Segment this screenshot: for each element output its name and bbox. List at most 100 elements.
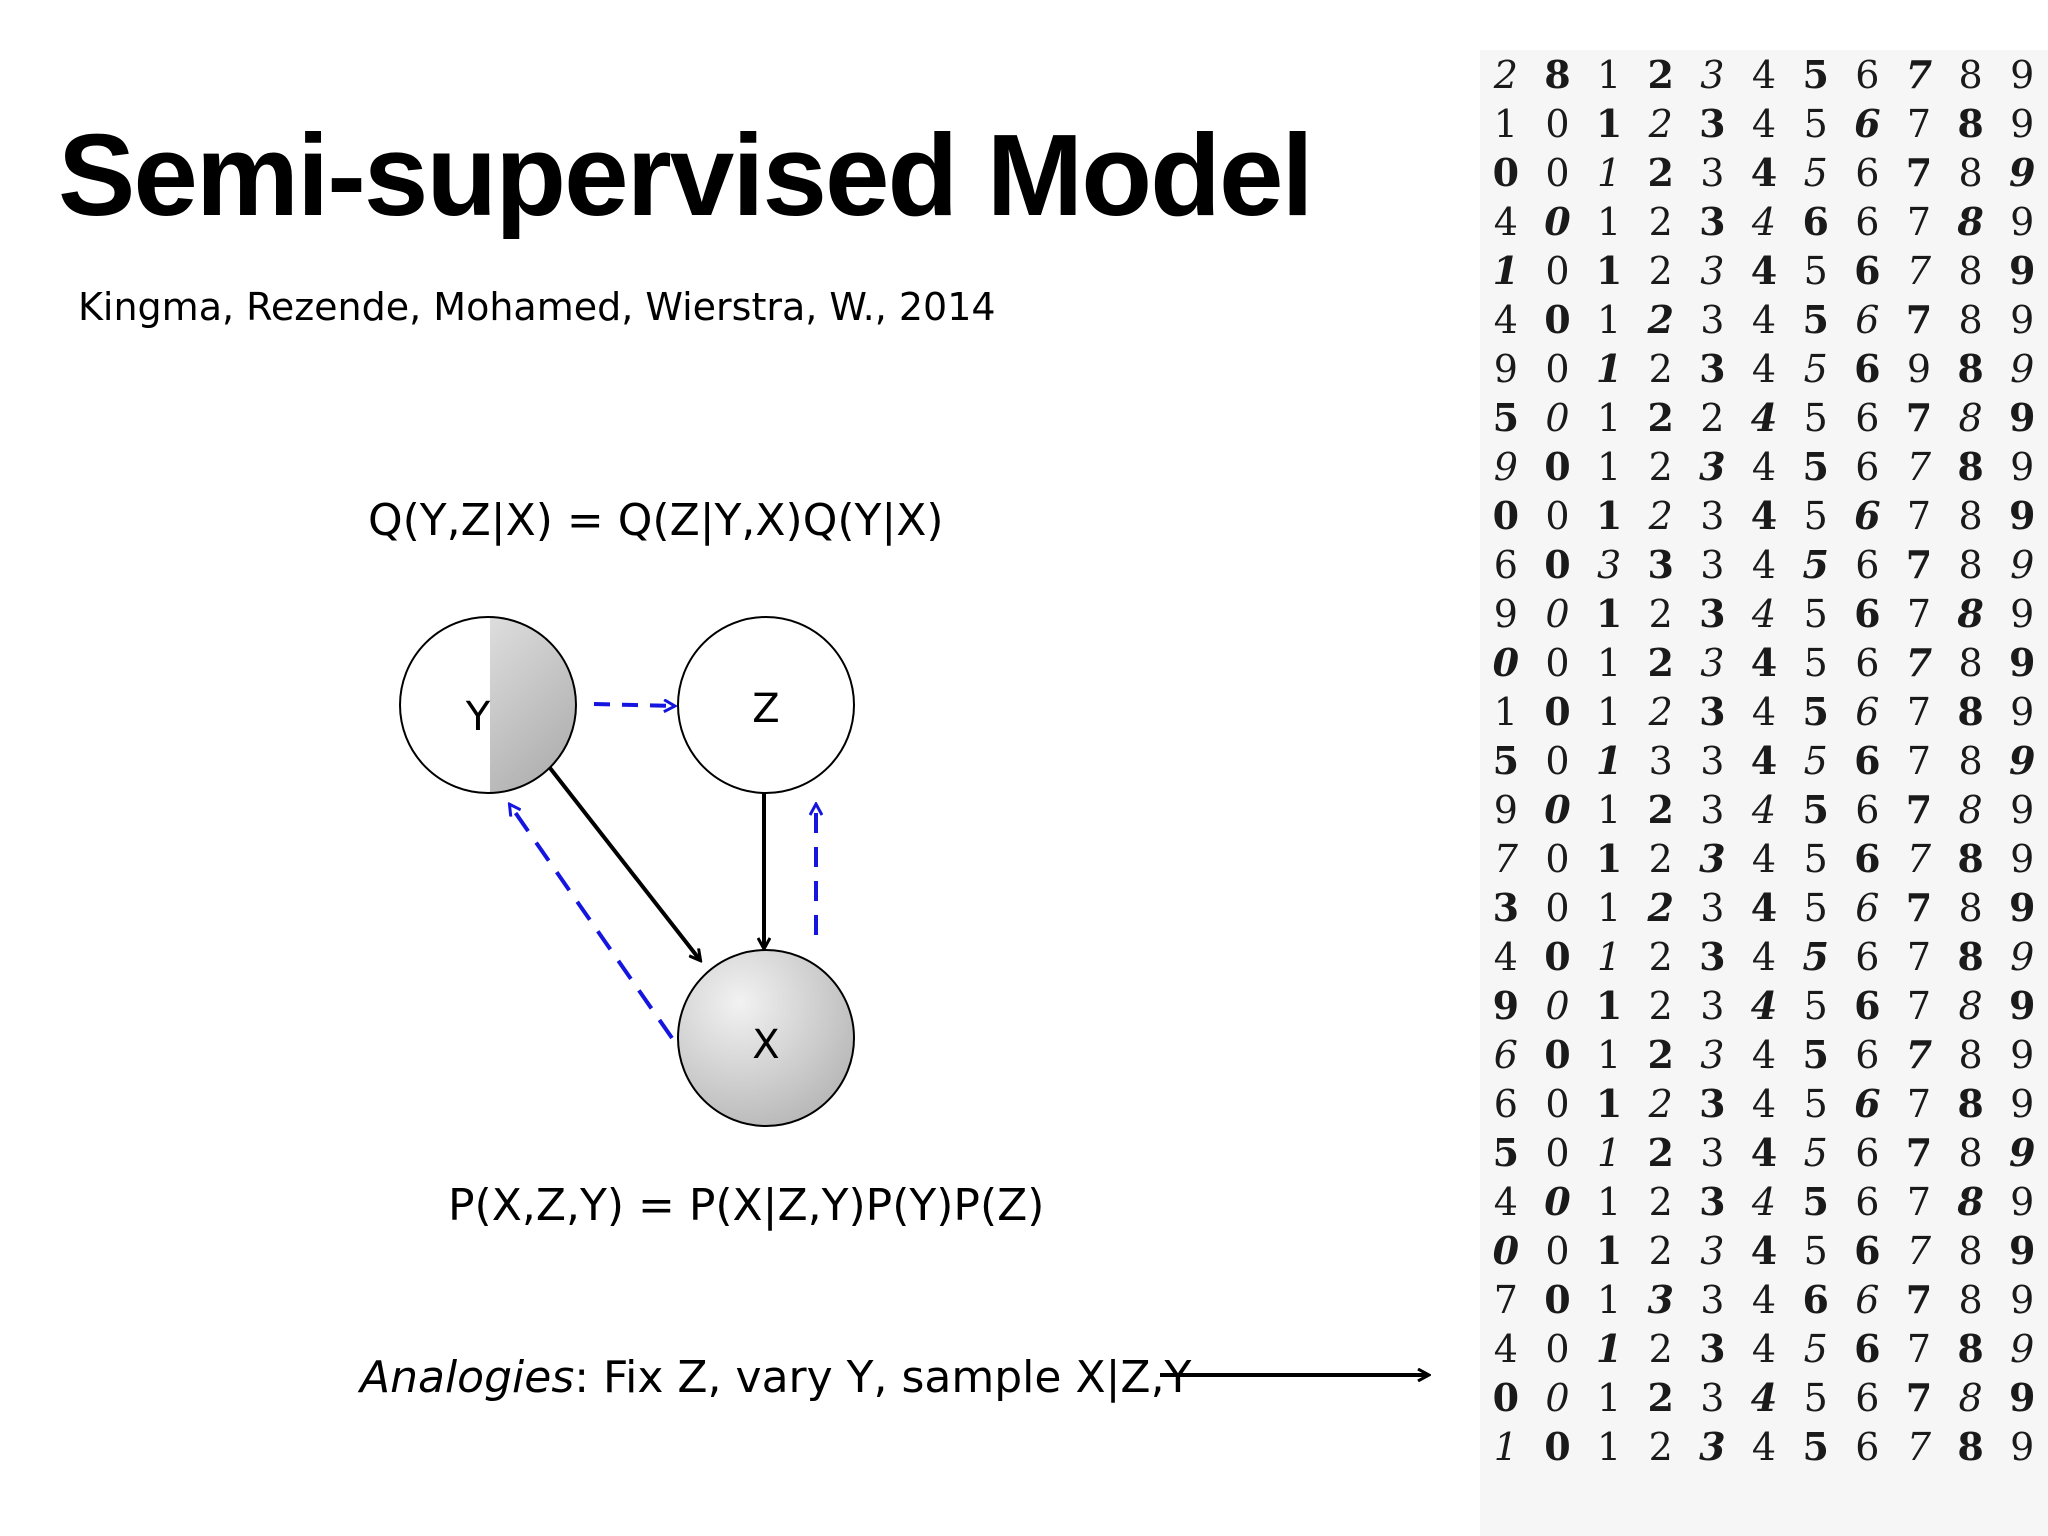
digit-sample: 2 — [1648, 101, 1673, 146]
digit-sample: 1 — [1597, 1424, 1622, 1469]
node-y: Y — [399, 616, 577, 794]
digit-sample: 1 — [1595, 983, 1623, 1028]
digit-sample: 2 — [1647, 150, 1674, 195]
digit-sample: 0 — [1544, 787, 1571, 832]
digit-sample: 8 — [1957, 101, 1984, 146]
digit-sample: 1 — [1595, 738, 1623, 783]
digit-sample: 7 — [1906, 444, 1932, 489]
digit-sample: 3 — [1597, 542, 1622, 587]
digit-sample: 9 — [2009, 395, 2036, 440]
digit-sample: 6 — [1855, 1375, 1880, 1420]
digit-sample: 9 — [2009, 983, 2036, 1028]
digit-sample: 5 — [1803, 248, 1828, 293]
digit-sample: 2 — [1648, 934, 1673, 979]
digit-sample: 3 — [1700, 297, 1725, 342]
digit-sample: 2 — [1648, 1081, 1673, 1126]
digit-sample: 4 — [1751, 444, 1777, 489]
edge-y-to-z-inference — [593, 704, 674, 706]
digit-sample: 2 — [1647, 787, 1674, 832]
digit-sample: 3 — [1700, 983, 1725, 1028]
edge-x-to-y-inference — [510, 805, 674, 1040]
digit-sample: 1 — [1595, 591, 1623, 636]
digit-sample: 2 — [1648, 248, 1673, 293]
digit-sample: 6 — [1855, 52, 1880, 97]
digit-sample: 0 — [1544, 689, 1571, 734]
digit-sample: 2 — [1647, 52, 1674, 97]
digit-sample: 7 — [1905, 1375, 1933, 1420]
digit-sample: 3 — [1647, 1277, 1674, 1322]
digit-sample: 1 — [1597, 444, 1622, 489]
digit-sample: 9 — [1493, 444, 1518, 489]
digit-sample: 9 — [2009, 885, 2036, 930]
digit-sample: 2 — [1648, 836, 1673, 881]
digit-sample: 1 — [1597, 199, 1622, 244]
digit-sample: 9 — [2010, 1326, 2035, 1371]
digit-sample: 1 — [1493, 101, 1518, 146]
digit-sample: 0 — [1545, 983, 1570, 1028]
digit-sample: 4 — [1750, 1130, 1778, 1175]
digit-sample: 8 — [1544, 52, 1571, 97]
digit-sample: 5 — [1803, 101, 1828, 146]
digit-sample: 4 — [1751, 346, 1777, 391]
digit-sample: 1 — [1597, 885, 1622, 930]
digit-sample: 5 — [1802, 934, 1829, 979]
digit-sample: 0 — [1545, 150, 1570, 195]
digit-sample: 8 — [1957, 591, 1984, 636]
digit-sample: 8 — [1957, 1326, 1984, 1371]
digit-sample: 3 — [1647, 542, 1674, 587]
digit-sample: 6 — [1854, 346, 1881, 391]
digit-sample: 8 — [1958, 640, 1983, 685]
digit-sample: 3 — [1699, 836, 1726, 881]
digit-sample: 4 — [1493, 297, 1518, 342]
digit-sample: 1 — [1597, 1179, 1622, 1224]
citation: Kingma, Rezende, Mohamed, Wierstra, W., … — [78, 285, 996, 329]
digit-sample: 8 — [1958, 1130, 1983, 1175]
digit-sample: 5 — [1802, 1032, 1829, 1077]
digit-sample: 3 — [1699, 1424, 1726, 1469]
digit-sample: 6 — [1493, 1032, 1518, 1077]
digit-sample: 4 — [1751, 297, 1777, 342]
digit-sample: 9 — [2010, 1081, 2035, 1126]
digit-sample: 5 — [1803, 591, 1828, 636]
digit-sample: 1 — [1595, 493, 1623, 538]
digit-sample: 1 — [1597, 150, 1622, 195]
digit-sample: 6 — [1855, 787, 1880, 832]
digit-sample: 1 — [1597, 1375, 1622, 1420]
digit-sample: 9 — [1493, 787, 1518, 832]
digit-sample: 4 — [1751, 1424, 1777, 1469]
digit-sample: 4 — [1750, 640, 1778, 685]
digit-sample: 3 — [1699, 1179, 1726, 1224]
digit-sample: 9 — [2010, 836, 2035, 881]
digit-sample: 7 — [1905, 1277, 1933, 1322]
digit-sample: 8 — [1957, 689, 1984, 734]
digit-sample: 8 — [1958, 150, 1983, 195]
digit-sample: 9 — [2009, 1375, 2036, 1420]
digit-sample: 8 — [1957, 934, 1984, 979]
digit-sample: 4 — [1751, 1179, 1777, 1224]
digit-sample: 9 — [2009, 150, 2036, 195]
digit-sample: 6 — [1855, 1424, 1880, 1469]
digit-sample: 0 — [1492, 493, 1520, 538]
digit-sample: 8 — [1958, 1277, 1983, 1322]
digit-sample: 6 — [1854, 248, 1881, 293]
digit-sample: 1 — [1595, 1228, 1623, 1273]
digit-sample: 7 — [1905, 1130, 1933, 1175]
digit-sample: 3 — [1700, 1130, 1725, 1175]
digit-sample: 2 — [1647, 1375, 1674, 1420]
digit-sample: 1 — [1597, 689, 1622, 734]
digit-sample: 7 — [1906, 934, 1932, 979]
digit-sample: 5 — [1803, 1375, 1828, 1420]
digit-sample: 5 — [1803, 1081, 1828, 1126]
digit-sample: 9 — [2010, 199, 2035, 244]
digit-sample: 9 — [2010, 346, 2035, 391]
